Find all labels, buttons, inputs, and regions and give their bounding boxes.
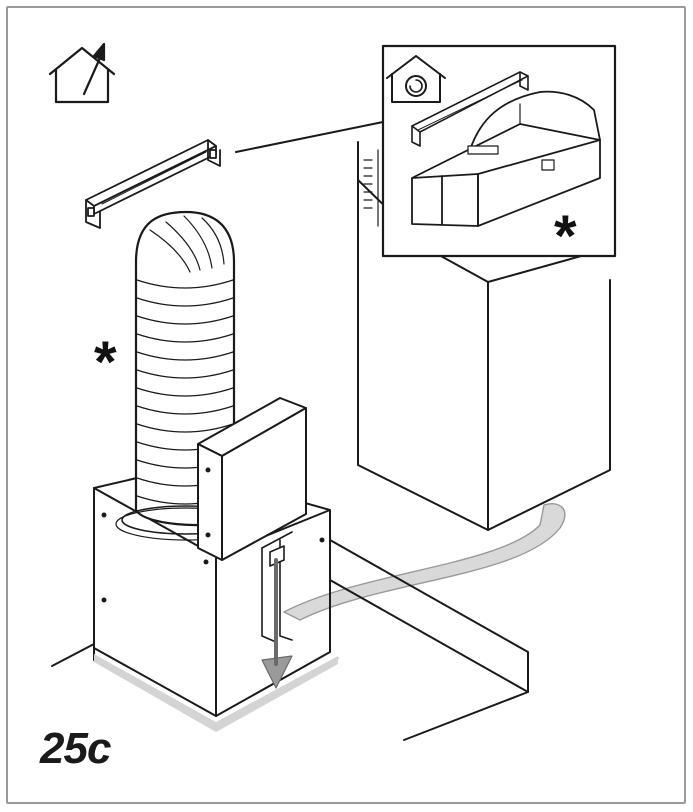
callout-leader-line bbox=[235, 121, 384, 153]
house-with-exhaust-arrow-icon bbox=[48, 42, 116, 104]
down-arrow-icon bbox=[261, 558, 293, 689]
electronics-box bbox=[197, 397, 307, 561]
house-with-recirculation-icon bbox=[386, 55, 446, 103]
cable-bracket bbox=[261, 531, 293, 643]
worktop bbox=[51, 539, 529, 741]
asterisk-recirculation-marker: * bbox=[554, 204, 577, 269]
detail-inset bbox=[381, 44, 617, 258]
figure-number-label: 25c bbox=[40, 724, 111, 773]
wall-bracket bbox=[85, 139, 221, 229]
asterisk-duct-marker: * bbox=[94, 330, 117, 395]
callout-arrow bbox=[283, 503, 566, 621]
